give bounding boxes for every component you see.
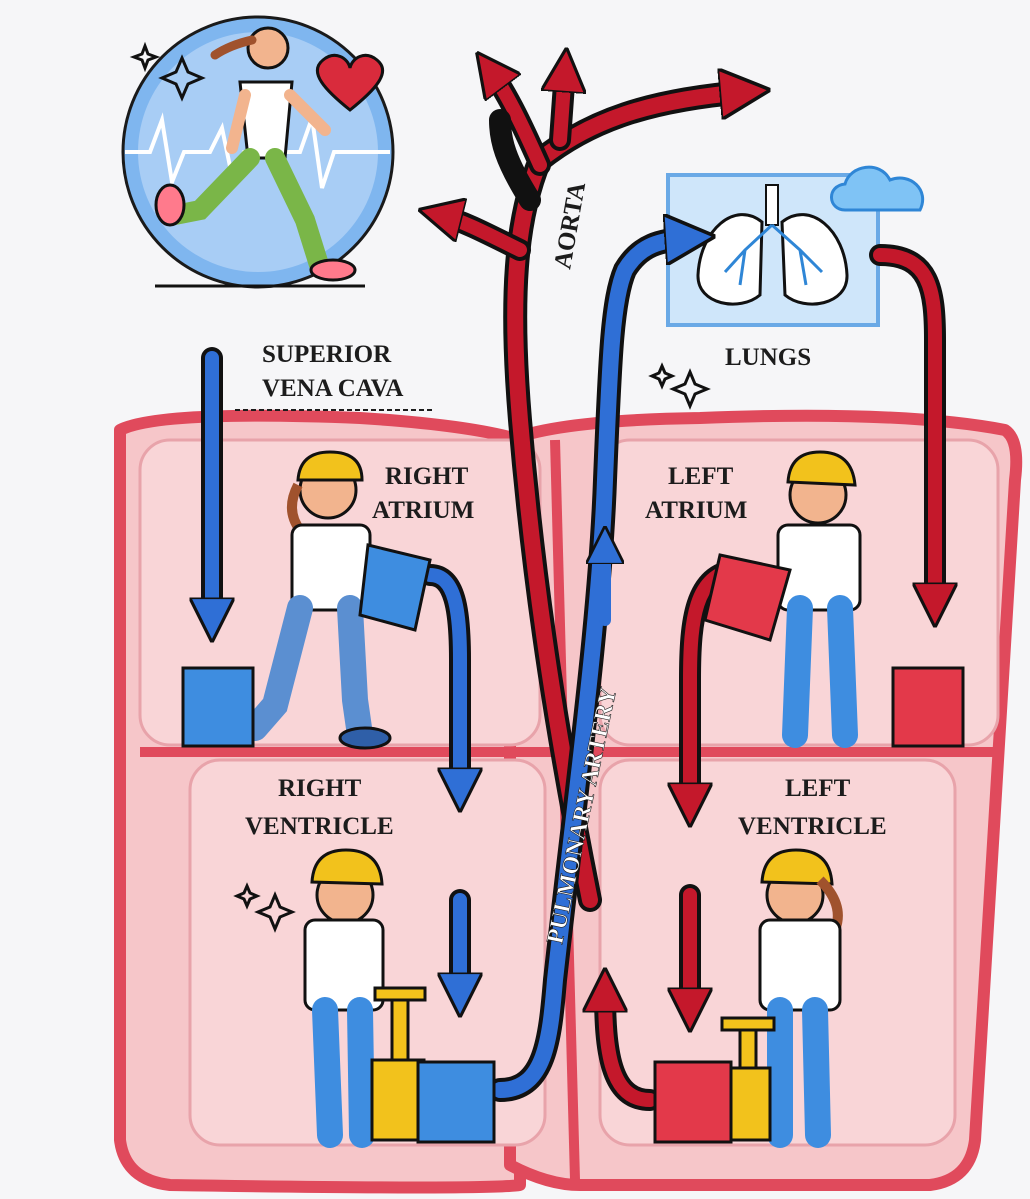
right-atrium-label: ATRIUM — [372, 497, 474, 524]
right-ventricle-label: VENTRICLE — [245, 813, 394, 840]
bucket-icon — [181, 666, 255, 748]
worker-icon — [703, 450, 862, 748]
oxygen-poor-vessels — [212, 238, 690, 1102]
heartbeat-line-icon — [125, 112, 390, 190]
right-atrium-label: RIGHT — [385, 463, 469, 490]
left-atrium-label: ATRIUM — [645, 497, 747, 524]
worker-icon — [242, 450, 432, 750]
left-ventricle-label: VENTRICLE — [738, 813, 887, 840]
lungs-label: LUNGS — [725, 344, 811, 371]
bucket-icon — [653, 1060, 733, 1144]
lungs-panel — [666, 165, 925, 327]
bucket-icon — [891, 666, 965, 748]
worker-icon — [303, 848, 427, 1148]
sparkle-icon — [233, 362, 711, 933]
sparkle-icon — [129, 41, 206, 102]
pump-icon — [370, 986, 427, 1142]
bucket-icon — [703, 553, 792, 642]
cloud-icon — [830, 165, 925, 212]
aorta-label: AORTA — [549, 180, 591, 271]
left-ventricle-label: LEFT — [785, 775, 851, 802]
bucket-icon — [416, 1060, 496, 1144]
runner-icon — [154, 26, 357, 282]
bucket-icon — [358, 543, 432, 632]
heart-icon — [315, 54, 385, 112]
worker-icon — [720, 848, 843, 1148]
runner-badge — [121, 15, 395, 289]
superior-vena-cava-label: VENA CAVA — [262, 375, 403, 402]
left-atrium-label: LEFT — [668, 463, 734, 490]
superior-vena-cava-label: SUPERIOR — [262, 341, 392, 368]
oxygen-rich-vessels — [440, 70, 935, 1111]
right-ventricle-label: RIGHT — [278, 775, 362, 802]
